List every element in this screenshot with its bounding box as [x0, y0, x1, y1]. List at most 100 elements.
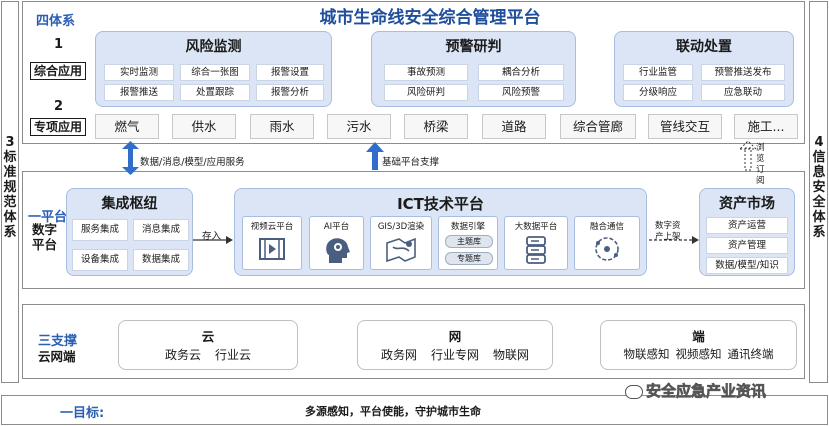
special-app-sewage: 污水: [327, 114, 391, 139]
integration-hub-panel: 集成枢纽 服务集成 消息集成 设备集成 数据集成: [66, 188, 193, 276]
goal-bar: [1, 395, 828, 425]
chip-service-integration: 服务集成: [72, 219, 128, 241]
warning-analysis-panel: 预警研判 事故预测 耦合分析 风险研判 风险预警: [371, 31, 576, 107]
arrow-label-data-services: 数据/消息/模型/应用服务: [140, 157, 245, 168]
ict-ai-platform: AI平台: [309, 216, 364, 270]
ict-gis-3d: GIS/3D渲染: [370, 216, 432, 270]
ict-video-cloud: 视频云平台: [242, 216, 302, 270]
linked-response-panel: 联动处置 行业监管 预警推送发布 分级响应 应急联动: [614, 31, 794, 107]
publish-label: 数字资产上架: [655, 221, 681, 242]
network-item-iot: 物联网: [493, 348, 530, 362]
network-item-private: 行业专网: [430, 348, 479, 362]
ai-brain-icon: [325, 238, 350, 263]
chip-device-integration: 设备集成: [72, 249, 128, 271]
ict-video-cloud-label: 视频云平台: [250, 222, 294, 232]
cloud-item-gov: 政务云: [164, 348, 201, 362]
video-icon: [259, 238, 285, 260]
map-icon: [386, 237, 416, 263]
ict-converged-comm-label: 融合通信: [589, 222, 624, 232]
page-title: 城市生命线安全综合管理平台: [319, 8, 541, 28]
cloud-items: 政务云行业云: [119, 346, 297, 363]
terminal-items: 物联感知视频感知通讯终端: [601, 346, 796, 362]
chip-alarm-settings: 报警设置: [256, 64, 324, 81]
three-support-label: 三支撑: [38, 334, 78, 349]
bidirectional-arrow-icon: [122, 141, 139, 175]
chip-accident-prediction: 事故预测: [384, 64, 468, 81]
chip-warning-push-release: 预警推送发布: [701, 64, 785, 81]
risk-monitoring-panel: 风险监测 实时监测 综合一张图 报警设置 报警推送 处置跟踪 报警分析: [95, 31, 332, 107]
info-security-system-label: 4信息安全体系: [812, 135, 826, 240]
row1-tag: 综合应用: [30, 62, 86, 80]
ict-data-engine-label: 数据引擎: [450, 222, 485, 232]
chip-coupling-analysis: 耦合分析: [478, 64, 564, 81]
ict-gis-3d-label: GIS/3D渲染: [377, 222, 425, 232]
chip-emergency-linkage: 应急联动: [701, 84, 785, 101]
special-app-gas: 燃气: [95, 114, 159, 139]
terminal-item-iot-sensing: 物联感知: [623, 347, 670, 361]
outer-frame-right: [809, 1, 828, 383]
chip-graded-response: 分级响应: [623, 84, 693, 101]
terminal-item-comm-terminal: 通讯终端: [727, 347, 774, 361]
topic-library: 专题库: [445, 252, 493, 265]
outer-frame-left: [1, 1, 19, 383]
terminal-group: 端 物联感知视频感知通讯终端: [600, 320, 797, 370]
cloud-title: 云: [201, 329, 215, 344]
ict-big-data-label: 大数据平台: [514, 222, 558, 232]
chip-risk-assessment: 风险研判: [384, 84, 468, 101]
special-app-construction: 施工...: [734, 114, 798, 139]
special-app-bridge: 桥梁: [404, 114, 468, 139]
server-icon: [526, 236, 546, 264]
watermark: 安全应急产业资讯: [625, 380, 766, 401]
row2-tag: 专项应用: [30, 118, 86, 136]
asset-market-title: 资产市场: [719, 196, 775, 212]
chip-data-model-knowledge: 数据/模型/知识: [706, 257, 788, 274]
special-app-utility-tunnel: 综合管廊: [560, 114, 636, 139]
subject-library: 主题库: [445, 235, 493, 248]
row1-number: 1: [54, 37, 64, 52]
network-items: 政务网行业专网物联网: [358, 346, 552, 363]
ict-big-data: 大数据平台: [504, 216, 568, 270]
ict-platform-title: ICT技术平台: [397, 195, 484, 213]
special-app-water-supply: 供水: [172, 114, 236, 139]
chip-message-integration: 消息集成: [133, 219, 189, 241]
store-label: 存入: [202, 231, 222, 242]
row2-number: 2: [54, 99, 64, 114]
network-group: 网 政务网行业专网物联网: [357, 320, 553, 370]
cloud-net-device-label: 云网端: [38, 349, 76, 364]
chip-overview-map: 综合一张图: [180, 64, 250, 81]
special-app-rainwater: 雨水: [250, 114, 314, 139]
warning-analysis-title: 预警研判: [445, 39, 502, 55]
linked-response-title: 联动处置: [676, 39, 732, 55]
chip-asset-management: 资产管理: [706, 237, 788, 254]
ict-data-engine: 数据引擎 主题库 专题库: [438, 216, 498, 270]
chip-asset-operation: 资产运营: [706, 217, 788, 234]
chip-risk-warning: 风险预警: [478, 84, 564, 101]
chip-disposal-tracking: 处置跟踪: [180, 84, 250, 101]
watermark-text: 安全应急产业资讯: [646, 382, 767, 401]
network-item-gov: 政务网: [380, 348, 417, 362]
one-platform-label: 一平台: [28, 210, 68, 225]
standards-system-label: 3标准规范体系: [3, 135, 17, 240]
goal-label: 一目标:: [60, 406, 105, 421]
network-title: 网: [448, 329, 462, 344]
chip-alarm-analysis: 报警分析: [256, 84, 324, 101]
cloud-item-industry: 行业云: [215, 348, 252, 362]
chip-data-integration: 数据集成: [133, 249, 189, 271]
risk-monitoring-title: 风险监测: [185, 39, 242, 55]
ict-ai-platform-label: AI平台: [323, 222, 350, 232]
integration-hub-title: 集成枢纽: [101, 196, 158, 212]
digital-platform-label: 数字平台: [32, 222, 58, 252]
four-systems-label: 四体系: [36, 14, 76, 29]
chip-realtime-monitoring: 实时监测: [104, 64, 174, 81]
arrow-label-base-support: 基础平台支撑: [382, 157, 440, 168]
special-app-pipeline-interaction: 管线交互: [648, 114, 722, 139]
terminal-title: 端: [692, 329, 705, 344]
dashed-up-arrow-icon: [738, 140, 758, 171]
arrow-label-browse-subscribe: 浏览订阅: [756, 143, 765, 186]
ict-converged-comm: 融合通信: [574, 216, 640, 270]
goal-text: 多源感知，平台使能，守护城市生命: [305, 405, 481, 418]
chip-alarm-push: 报警推送: [104, 84, 174, 101]
asset-market-panel: 资产市场 资产运营 资产管理 数据/模型/知识: [699, 188, 795, 276]
terminal-item-video-sensing: 视频感知: [675, 347, 722, 361]
cloud-group: 云 政务云行业云: [118, 320, 298, 370]
